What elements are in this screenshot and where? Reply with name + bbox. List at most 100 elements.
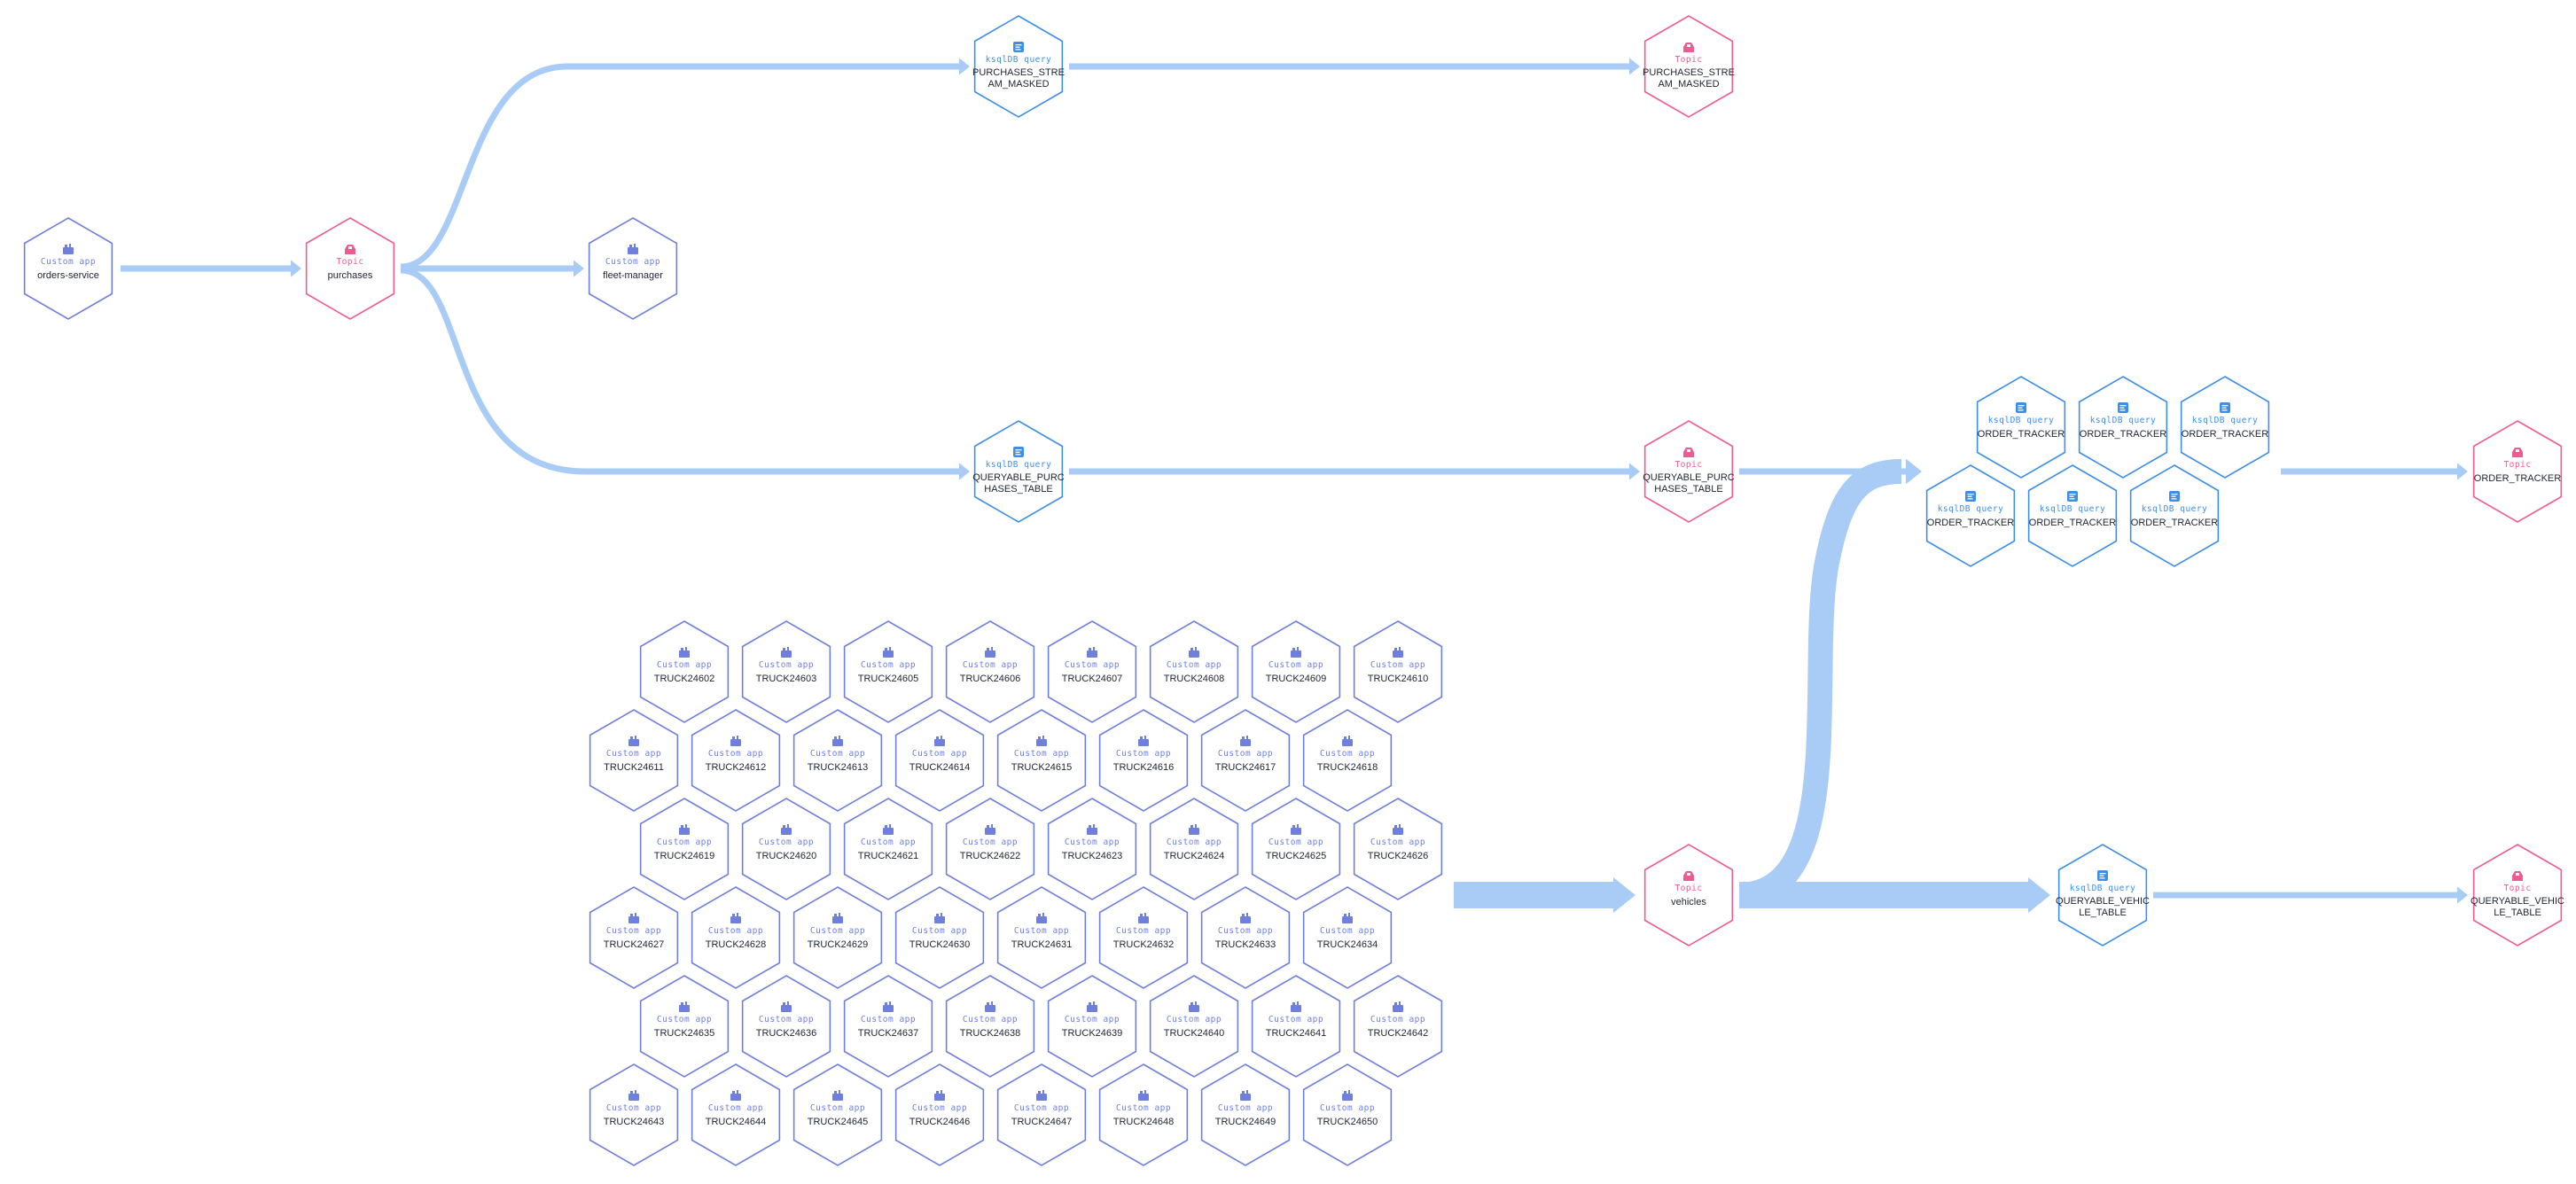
node-name-line: LE_TABLE — [2494, 907, 2541, 918]
edge-arrowhead — [1629, 58, 1640, 75]
node-hexagon — [1098, 886, 1189, 989]
node-name-line: QUERYABLE_PURC — [972, 472, 1065, 483]
node-name-line: TRUCK24650 — [1317, 1117, 1378, 1127]
edge-arrowhead — [1613, 877, 1635, 913]
node-hexagon — [589, 886, 679, 989]
node-name-line: TRUCK24615 — [1011, 762, 1072, 773]
edge-arrowhead — [574, 260, 584, 277]
node-name-line: TRUCK24612 — [706, 762, 766, 773]
node-type-label: Custom app — [810, 1103, 865, 1113]
node-type-label: Custom app — [1370, 837, 1425, 847]
node-name-line: PURCHASES_STRE — [1643, 67, 1735, 78]
node-type-label: Topic — [1674, 460, 1702, 470]
node-hexagon — [1047, 620, 1137, 723]
node-type-label: ksqlDB query — [2090, 416, 2157, 425]
node-hexagon — [1925, 464, 2016, 567]
node-type-label: Custom app — [861, 837, 916, 847]
node-name-line: TRUCK24646 — [909, 1117, 970, 1127]
node-hexagon — [589, 709, 679, 812]
node-type-label: Custom app — [912, 749, 967, 759]
node-name-line: TRUCK24637 — [858, 1028, 918, 1039]
node-name-line: TRUCK24611 — [604, 762, 664, 773]
node-type-label: Custom app — [861, 660, 916, 670]
node-type-label: Custom app — [1370, 660, 1425, 670]
edge-arrowhead — [2028, 877, 2050, 913]
node-name-line: TRUCK24648 — [1113, 1117, 1174, 1127]
node-name-line: TRUCK24626 — [1368, 851, 1428, 861]
node-name-line: ORDER_TRACKER — [2474, 473, 2561, 484]
node-name-line: TRUCK24628 — [706, 939, 766, 950]
node-hexagon — [792, 709, 883, 812]
node-name-line: TRUCK24614 — [909, 762, 970, 773]
node-hexagon — [973, 15, 1064, 118]
node-hexagon — [2472, 420, 2563, 523]
node-hexagon — [945, 620, 1035, 723]
